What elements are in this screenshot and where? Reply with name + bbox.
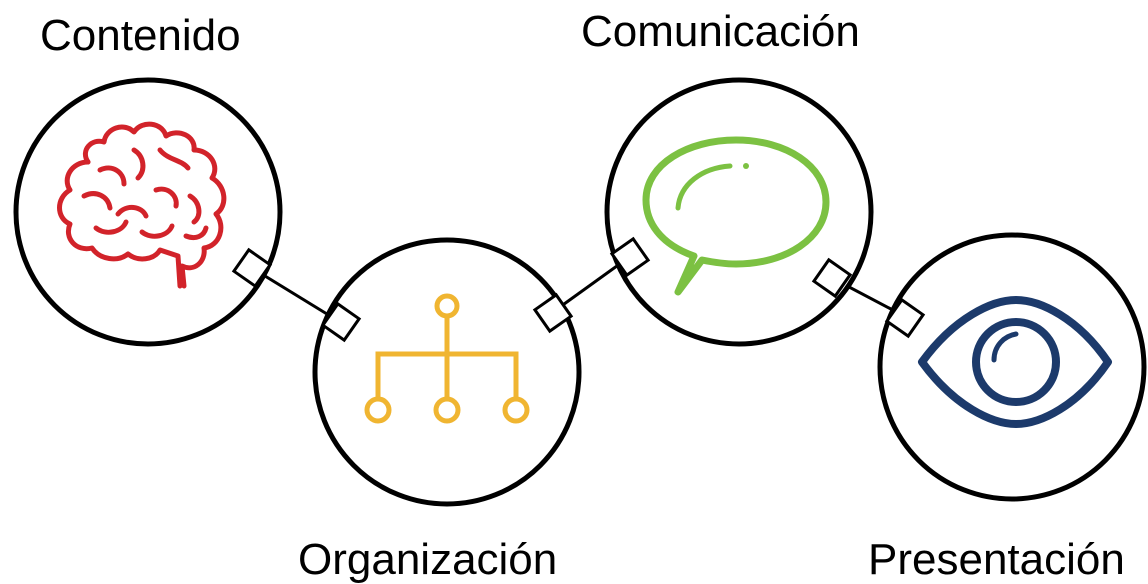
connector-2-3 (552, 256, 629, 314)
eye-icon (918, 296, 1112, 428)
brain-icon (57, 121, 227, 289)
connector-square (811, 257, 853, 299)
node-circle-comunicacion (604, 77, 874, 347)
hierarchy-icon (364, 293, 530, 424)
connector-square (884, 297, 926, 339)
label-contenido: Contenido (40, 11, 241, 60)
node-circle-presentacion (877, 232, 1147, 502)
connector-square (609, 236, 651, 278)
connector-square (320, 301, 362, 343)
connector-square (532, 292, 574, 334)
label-presentacion: Presentación (868, 535, 1125, 584)
connector-1-2 (251, 266, 341, 324)
label-organizacion: Organización (298, 535, 558, 584)
speech-bubble-icon (642, 136, 830, 296)
label-comunicacion: Comunicación (581, 7, 860, 56)
connector-square (231, 247, 273, 289)
node-circle-contenido (13, 77, 283, 347)
